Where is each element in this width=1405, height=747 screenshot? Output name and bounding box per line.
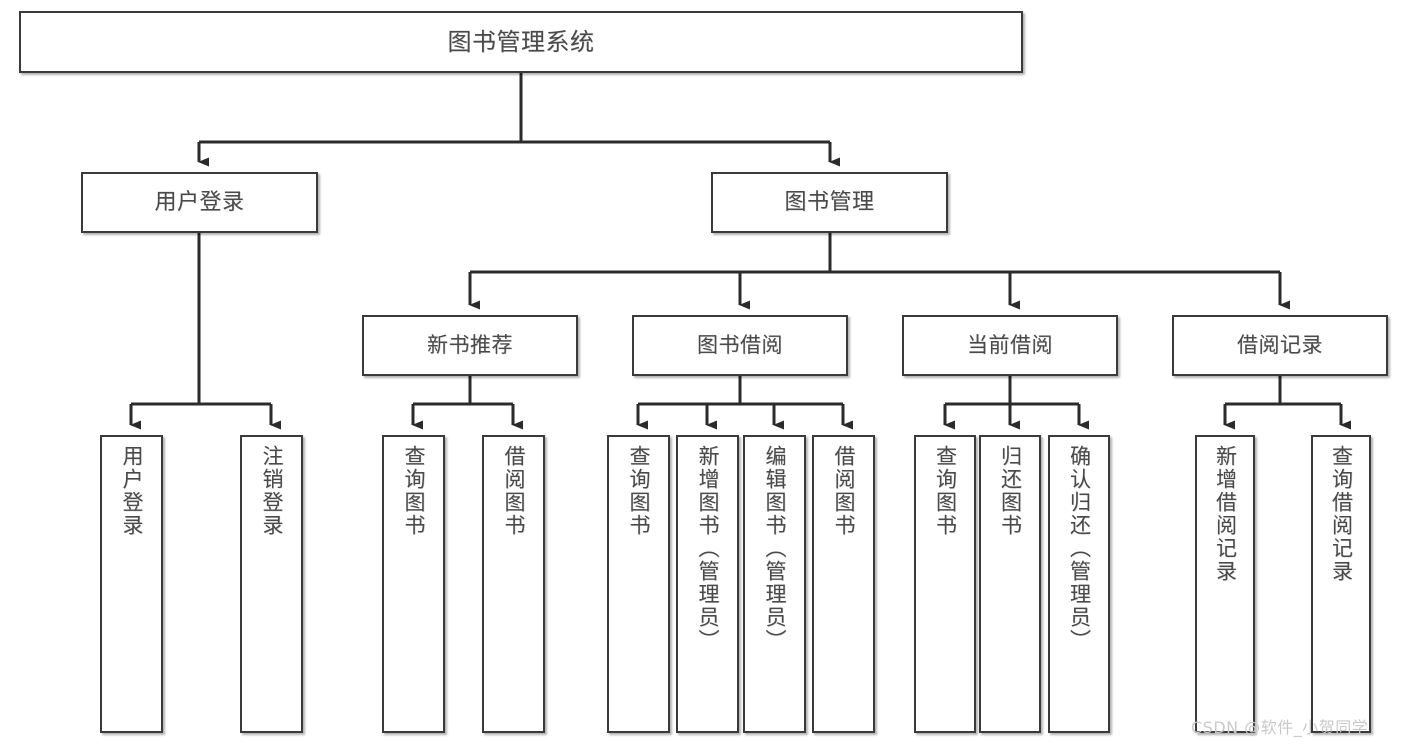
node-leaf-return-book-label: 归还图书 xyxy=(998,445,1023,537)
node-leaf-borrow-book-1-label: 借阅图书 xyxy=(502,445,526,537)
node-user-login-label: 用户登录 xyxy=(154,189,245,215)
node-leaf-return-book[interactable]: 归还图书 xyxy=(979,435,1041,733)
node-leaf-add-book[interactable]: 新增图书（管理员） xyxy=(676,435,739,733)
node-root-label: 图书管理系统 xyxy=(447,27,595,56)
node-new-book-recommend-label: 新书推荐 xyxy=(427,333,513,358)
node-leaf-borrow-book-1[interactable]: 借阅图书 xyxy=(482,435,545,733)
node-new-book-recommend[interactable]: 新书推荐 xyxy=(362,315,578,376)
node-leaf-user-logout-label: 注销登录 xyxy=(260,445,284,537)
node-current-borrow[interactable]: 当前借阅 xyxy=(902,315,1118,376)
node-leaf-query-book-2[interactable]: 查询图书 xyxy=(607,435,670,733)
node-root[interactable]: 图书管理系统 xyxy=(19,11,1023,73)
node-book-borrow-label: 图书借阅 xyxy=(697,333,783,358)
node-leaf-query-book-1-label: 查询图书 xyxy=(402,445,426,537)
node-leaf-query-book-1[interactable]: 查询图书 xyxy=(382,435,445,733)
node-leaf-confirm-return[interactable]: 确认归还（管理员） xyxy=(1048,435,1110,733)
node-book-borrow[interactable]: 图书借阅 xyxy=(632,315,848,376)
node-leaf-confirm-return-label: 确认归还（管理员） xyxy=(1067,445,1092,652)
node-leaf-add-record-label: 新增借阅记录 xyxy=(1213,445,1238,583)
node-leaf-user-login[interactable]: 用户登录 xyxy=(100,435,163,733)
node-user-login[interactable]: 用户登录 xyxy=(81,172,318,233)
node-borrow-record[interactable]: 借阅记录 xyxy=(1172,315,1388,376)
node-leaf-query-book-2-label: 查询图书 xyxy=(627,445,651,537)
node-leaf-edit-book-label: 编辑图书（管理员） xyxy=(763,445,787,652)
node-leaf-edit-book[interactable]: 编辑图书（管理员） xyxy=(743,435,806,733)
node-book-manage-label: 图书管理 xyxy=(784,189,875,215)
node-leaf-add-book-label: 新增图书（管理员） xyxy=(696,445,720,652)
node-leaf-query-record[interactable]: 查询借阅记录 xyxy=(1311,435,1371,733)
node-borrow-record-label: 借阅记录 xyxy=(1237,333,1323,358)
node-leaf-query-book-3-label: 查询图书 xyxy=(933,445,958,537)
node-current-borrow-label: 当前借阅 xyxy=(967,333,1053,358)
node-leaf-query-record-label: 查询借阅记录 xyxy=(1329,445,1354,583)
node-leaf-query-book-3[interactable]: 查询图书 xyxy=(914,435,976,733)
node-book-manage[interactable]: 图书管理 xyxy=(711,172,948,233)
csdn-watermark: CSDN @软件_小贺同学 xyxy=(1191,718,1369,737)
node-leaf-add-record[interactable]: 新增借阅记录 xyxy=(1195,435,1255,733)
node-leaf-user-login-label: 用户登录 xyxy=(120,445,144,537)
node-leaf-borrow-book-2-label: 借阅图书 xyxy=(832,445,856,537)
node-leaf-borrow-book-2[interactable]: 借阅图书 xyxy=(812,435,875,733)
node-leaf-user-logout[interactable]: 注销登录 xyxy=(240,435,303,733)
